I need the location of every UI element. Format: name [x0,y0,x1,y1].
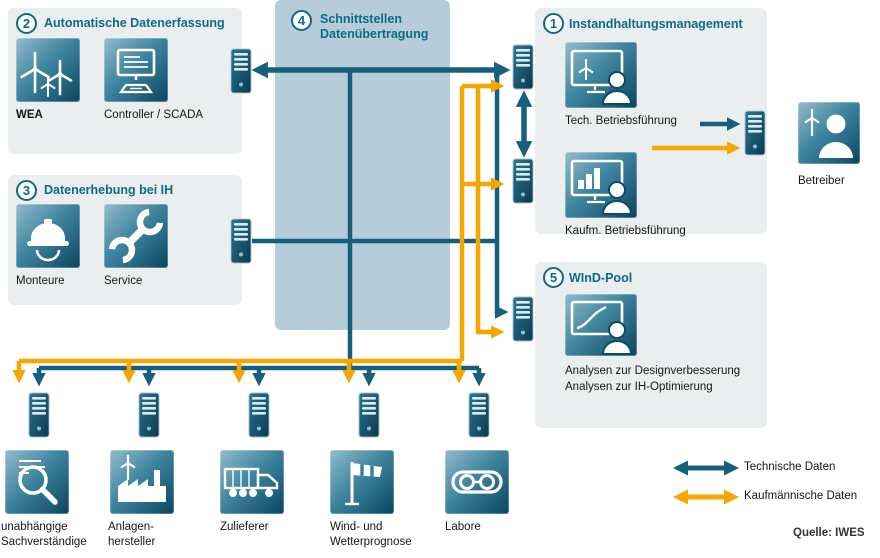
windpool-analysis-line1: Analysen zur Designverbesserung [565,365,741,377]
monteure-label: Monteure [16,275,65,287]
server-icon [744,110,766,156]
kaufm-betriebsfuehrung-label: Kaufm. Betriebsführung [565,225,686,237]
panel-3-number-badge: 3 [16,180,37,201]
panel-wind-pool: 5 WInD-Pool Analysen zur Designverbesser… [535,262,767,428]
panel-5-number-badge: 5 [543,267,564,288]
wetterprognose-label-line2: Wetterprognose [330,535,412,548]
goggles-icon [451,470,503,494]
scada-label: Controller / SCADA [104,109,204,121]
commercial-operations-icon [570,159,633,215]
truck-icon [223,467,279,497]
wind-turbine-icon [20,51,73,97]
server-icon [468,392,490,438]
windpool-analysis-line2: Analysen zur IH-Optimierung [565,381,713,393]
tech-betriebsfuehrung-label: Tech. Betriebsführung [565,115,677,127]
server-icon [248,392,270,438]
server-icon [28,392,50,438]
windpool-analysis-tile [565,294,637,356]
magnifier-icon [18,460,58,505]
panel-instandhaltungsmanagement: 1 Instandhaltungsmanagement Tech. Betrie… [535,8,767,237]
scada-monitor-icon [116,48,156,94]
labore-label: Labore [445,521,481,533]
kaufm-betriebsfuehrung-tile [565,152,637,218]
panel-3-title: Datenerhebung bei IH [44,183,174,197]
operator-icon [804,109,853,158]
wea-tile [16,38,80,102]
betreiber-label: Betreiber [798,175,845,187]
panel-automatische-datenerfassung: 2 Automatische Datenerfassung WEA Contro… [8,8,242,154]
legend-technical-label: Technische Daten [744,461,836,473]
sachverstaendige-label: unabhängige Sachverständige [1,520,87,549]
wrench-icon [104,208,164,268]
windsock-icon [345,462,382,506]
panel-2-title: Automatische Datenerfassung [44,16,225,30]
panel-4-title-line1: Schnittstellen [320,12,402,26]
sachverstaendige-label-line2: Sachverständige [1,535,87,548]
legend-commercial-label: Kaufmännische Daten [744,490,858,502]
sachverstaendige-tile [5,450,69,514]
server-icon [512,158,534,204]
panel-5-title: WInD-Pool [569,271,633,285]
anlagenhersteller-label-line2: hersteller [108,535,156,548]
panel-datenerhebung: 3 Datenerhebung bei IH Monteure Service [8,175,242,305]
server-icon [358,392,380,438]
server-icon [512,296,534,342]
analysis-icon [570,300,633,355]
panel-1-number-badge: 1 [543,13,564,34]
anlagenhersteller-label-line1: Anlagen- [108,521,155,533]
panel-2-number-badge: 2 [16,13,37,34]
source-credit: Quelle: IWES [793,527,865,539]
wetterprognose-tile [330,450,394,514]
sachverstaendige-label-line1: unabhängige [1,521,68,533]
anlagenhersteller-tile [110,450,174,514]
tech-betriebsfuehrung-tile [565,42,637,108]
wetterprognose-label-line1: Wind- und [330,521,383,533]
wetterprognose-label: Wind- und Wetterprognose [330,520,412,549]
tech-operations-icon [570,49,633,105]
panel-schnittstellen: 4 Schnittstellen Datenübertragung [275,0,450,330]
monteure-tile [16,204,80,268]
betreiber-tile [798,102,860,164]
service-label: Service [104,275,143,287]
server-icon [230,48,252,94]
panel-4-title-line2: Datenübertragung [320,27,429,41]
wea-label: WEA [16,109,43,121]
factory-icon [118,455,166,502]
panel-4-number-badge: 4 [291,10,312,31]
scada-tile [104,38,168,102]
panel-1-title: Instandhaltungsmanagement [569,17,743,31]
panel-4-title: Schnittstellen Datenübertragung [320,12,428,42]
labore-tile [445,450,509,514]
anlagenhersteller-label: Anlagen- hersteller [108,520,155,549]
service-tile [104,204,168,268]
server-icon [138,392,160,438]
server-icon [512,44,534,90]
server-icon [230,218,252,264]
zulieferer-tile [220,450,284,514]
hard-hat-icon [27,219,69,262]
zulieferer-label: Zulieferer [220,521,269,533]
